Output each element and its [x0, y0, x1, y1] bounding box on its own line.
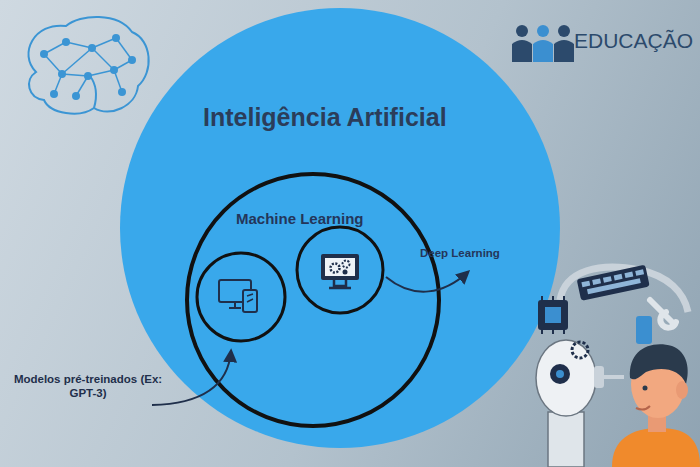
robot-person-illustration-part	[636, 316, 652, 344]
brain-icon-part-part	[88, 70, 114, 76]
brain-icon-part-part	[114, 60, 132, 70]
robot-person-illustration-part	[650, 300, 676, 328]
robot-person-illustration-part	[631, 350, 685, 418]
robot-person-illustration-part	[538, 300, 568, 330]
devices-circle-part	[243, 290, 257, 312]
robot-person-illustration-part-part	[552, 296, 554, 300]
ml-region: Machine Learning	[185, 172, 441, 428]
robot-person-illustration-part-part-part	[592, 278, 601, 285]
robot-person-illustration-part	[636, 406, 650, 410]
brain-icon-part-part	[44, 42, 66, 54]
robot-person-illustration-part	[604, 375, 624, 379]
robot-person-illustration-part	[643, 386, 648, 391]
logo-text: EDUCAÇÃO	[574, 28, 693, 53]
robot-person-illustration-part-part-part	[624, 272, 633, 279]
robot-person-illustration-part	[648, 408, 666, 432]
logo-figures-part	[554, 40, 574, 62]
robot-person-illustration-part	[536, 340, 596, 416]
brain-icon-part-part	[128, 56, 136, 64]
gears-monitor-circle-part	[343, 270, 348, 275]
ai-region: Inteligência ArtificialMachine Learning	[120, 8, 560, 448]
brain-icon-part-part	[62, 38, 70, 46]
brain-icon-part-part	[58, 70, 66, 78]
robot-person-illustration-part-part	[563, 330, 565, 334]
ai-circle	[120, 8, 560, 448]
gears-monitor-circle-part	[325, 258, 355, 276]
brain-icon	[28, 17, 148, 114]
brain-icon-part	[28, 17, 148, 114]
devices-circle	[197, 253, 285, 341]
robot-person-illustration-part-part	[577, 265, 650, 301]
robot-person-illustration-part-part	[541, 296, 543, 300]
gears-monitor-circle-part	[321, 254, 359, 280]
robot-person-illustration-part	[556, 370, 564, 378]
robot-person-illustration-part	[630, 344, 688, 384]
robot-person-illustration-part	[572, 342, 588, 358]
robot-person-illustration-part-part-part	[603, 276, 612, 283]
robot-person-illustration-part-part-part	[587, 278, 641, 294]
brain-icon-part-part	[92, 38, 116, 48]
robot-person-illustration-part-part	[552, 330, 554, 334]
brain-icon-part-part	[88, 44, 96, 52]
callout-arrow	[386, 272, 468, 292]
brain-icon-part-part	[92, 48, 114, 70]
gears-monitor-circle-part	[297, 227, 383, 313]
logo-figures-part	[512, 40, 532, 62]
region-title: Machine Learning	[236, 210, 364, 227]
gears-monitor-circle-part	[343, 261, 350, 268]
brain-icon-part	[40, 34, 136, 100]
robot-person-illustration-part	[594, 366, 604, 388]
logo-figures-part	[516, 25, 528, 37]
brain-icon-part-part	[44, 54, 62, 74]
logo-figures-part	[537, 25, 549, 37]
robot-person-illustration-part	[542, 296, 564, 334]
brain-icon-part-part	[40, 50, 48, 58]
brain-icon-part-part	[116, 38, 132, 60]
gears-monitor-circle-part	[329, 280, 351, 288]
robot-person-illustration-part-part	[563, 296, 565, 300]
logo-figures-part	[533, 40, 553, 62]
devices-circle-part	[247, 294, 253, 302]
brain-icon-part-part	[62, 48, 92, 74]
robot-person-illustration-part-part-part	[635, 269, 644, 276]
callout-label: Modelos pré-treinados (Ex: GPT-3)	[12, 373, 164, 401]
robot-person-illustration-part	[612, 428, 700, 467]
devices-circle-part	[229, 302, 241, 308]
devices-circle-part	[197, 253, 285, 341]
robot-person-illustration-part	[548, 412, 584, 467]
brain-icon-part-part	[72, 92, 80, 100]
robot-person-illustration-part-part-part	[614, 274, 623, 281]
robot-person-illustration-part	[545, 307, 561, 323]
robot-person-illustration-part	[560, 267, 688, 312]
brain-icon-part-part	[114, 70, 122, 92]
gears-monitor-circle-part	[331, 264, 340, 273]
brain-icon-part-part	[50, 90, 58, 98]
brain-icon-part-part	[118, 88, 126, 96]
brain-icon-part-part	[76, 76, 88, 96]
brain-icon-part-part	[62, 74, 88, 76]
brain-icon-part	[44, 38, 132, 96]
robot-person-illustration-part	[550, 364, 570, 384]
callout-arrow	[152, 351, 231, 405]
robot-person-illustration-part	[577, 265, 650, 301]
gears-monitor-circle	[297, 227, 383, 313]
brain-icon-part-part	[110, 66, 118, 74]
brain-icon-part-part	[84, 72, 92, 80]
robot-person-illustration-part-part-part	[581, 281, 590, 288]
robot-person-illustration-part	[676, 381, 688, 399]
brain-icon-part-part	[66, 42, 92, 48]
robot-person-illustration-part-part	[581, 269, 645, 295]
ml-circle	[187, 174, 439, 426]
robot-person-illustration-part-part	[541, 330, 543, 334]
brain-icon-part-part	[54, 74, 62, 94]
brain-icon-part-part	[112, 34, 120, 42]
logo-figures	[512, 25, 574, 62]
logo-figures-part	[558, 25, 570, 37]
region-title: Inteligência Artificial	[203, 103, 447, 132]
robot-person-illustration	[536, 265, 700, 467]
brain-icon-part	[90, 76, 96, 108]
callout-label: Deep Learning	[420, 247, 500, 261]
